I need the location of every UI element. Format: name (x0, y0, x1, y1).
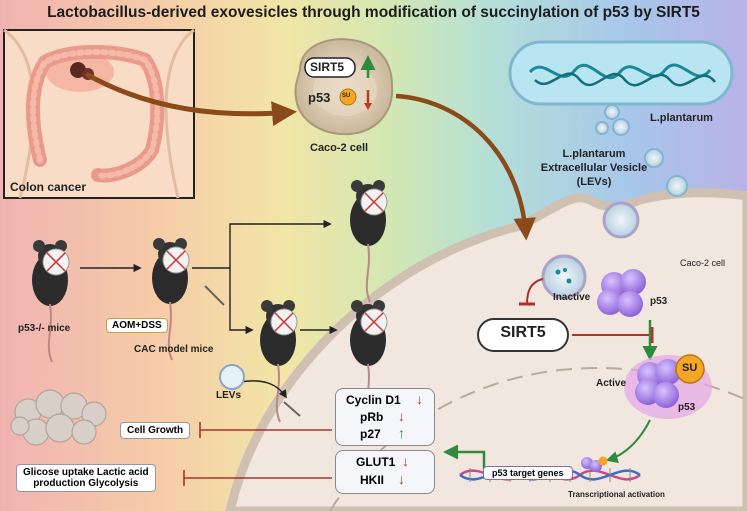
label-sirt5-top: SIRT5 (310, 60, 345, 74)
marker-p27: p27 (360, 427, 381, 441)
l-plantarum-bacterium (508, 40, 734, 239)
label-l-plantarum: L.plantarum (650, 112, 713, 124)
aom-dss-box: AOM+DSS (106, 318, 168, 333)
markers-box-2: GLUT1 HKII ↓ ↓ (335, 450, 435, 494)
glucose-line-2: production Glycolysis (33, 478, 139, 489)
mouse (350, 180, 388, 303)
arrow-caco2-to-cell (395, 93, 536, 241)
marker-glut1: GLUT1 (356, 455, 396, 469)
label-levs: LEVs (216, 390, 242, 401)
cell-cluster (10, 389, 107, 446)
sirt5-pill (477, 318, 569, 352)
caco2-cell-top (294, 38, 394, 136)
label-p53-ko-mice: p53-/- mice (18, 323, 71, 334)
glucose-box: Glicose uptake Lactic acid production Gl… (16, 464, 156, 492)
markers-box-1: Cyclin D1 pRb p27 ↓ ↓ ↑ (335, 388, 435, 446)
lev-vesicle-inhibitor (519, 254, 587, 306)
p53-target-genes-box: p53 target genes (483, 466, 573, 480)
label-colon-cancer: Colon cancer (10, 180, 87, 194)
marker-hkii: HKII (360, 473, 384, 487)
label-levs-name-3: (LEVs) (576, 176, 612, 188)
down-arrow-icon: ↓ (398, 471, 405, 487)
label-transcriptional: Transcriptional activation (568, 490, 665, 499)
label-su-top: SU (342, 93, 351, 99)
label-caco2-cell: Caco-2 cell (310, 142, 369, 154)
up-arrow-icon: ↑ (398, 425, 405, 441)
mouse (32, 240, 70, 363)
down-arrow-icon: ↓ (416, 391, 423, 407)
label-levs-name-2: Extracellular Vesicle (540, 162, 648, 174)
label-su-active: SU (682, 362, 698, 374)
p53-active (624, 354, 712, 419)
label-caco2-cell-right: Caco-2 cell (680, 258, 726, 268)
label-p53-active: p53 (678, 402, 696, 413)
marker-prb: pRb (360, 410, 384, 424)
arrow-colon-to-caco2 (84, 71, 297, 127)
label-p53-top: p53 (308, 90, 331, 105)
host-cell (225, 188, 747, 511)
glucose-line-1: Glicose uptake Lactic acid (23, 467, 149, 478)
p53-inactive (597, 269, 646, 317)
label-cac-model: CAC model mice (134, 344, 214, 355)
label-sirt5-main: SIRT5 (500, 324, 546, 341)
label-levs-name-1: L.plantarum (562, 148, 626, 160)
mouse-illustrations (32, 180, 388, 423)
label-p53-inactive: p53 (650, 296, 668, 307)
mouse (152, 238, 190, 361)
mouse (260, 300, 298, 423)
label-active: Active (596, 378, 627, 389)
marker-cyclin-d1: Cyclin D1 (346, 393, 401, 407)
label-inactive: Inactive (553, 292, 591, 303)
down-arrow-icon: ↓ (398, 408, 405, 424)
cell-growth-box: Cell Growth (120, 422, 191, 439)
down-arrow-icon: ↓ (402, 453, 409, 469)
diagram-title: Lactobacillus-derived exovesicles throug… (47, 4, 700, 21)
colon-illustration (3, 28, 195, 199)
levs-small-vesicle (219, 364, 245, 390)
